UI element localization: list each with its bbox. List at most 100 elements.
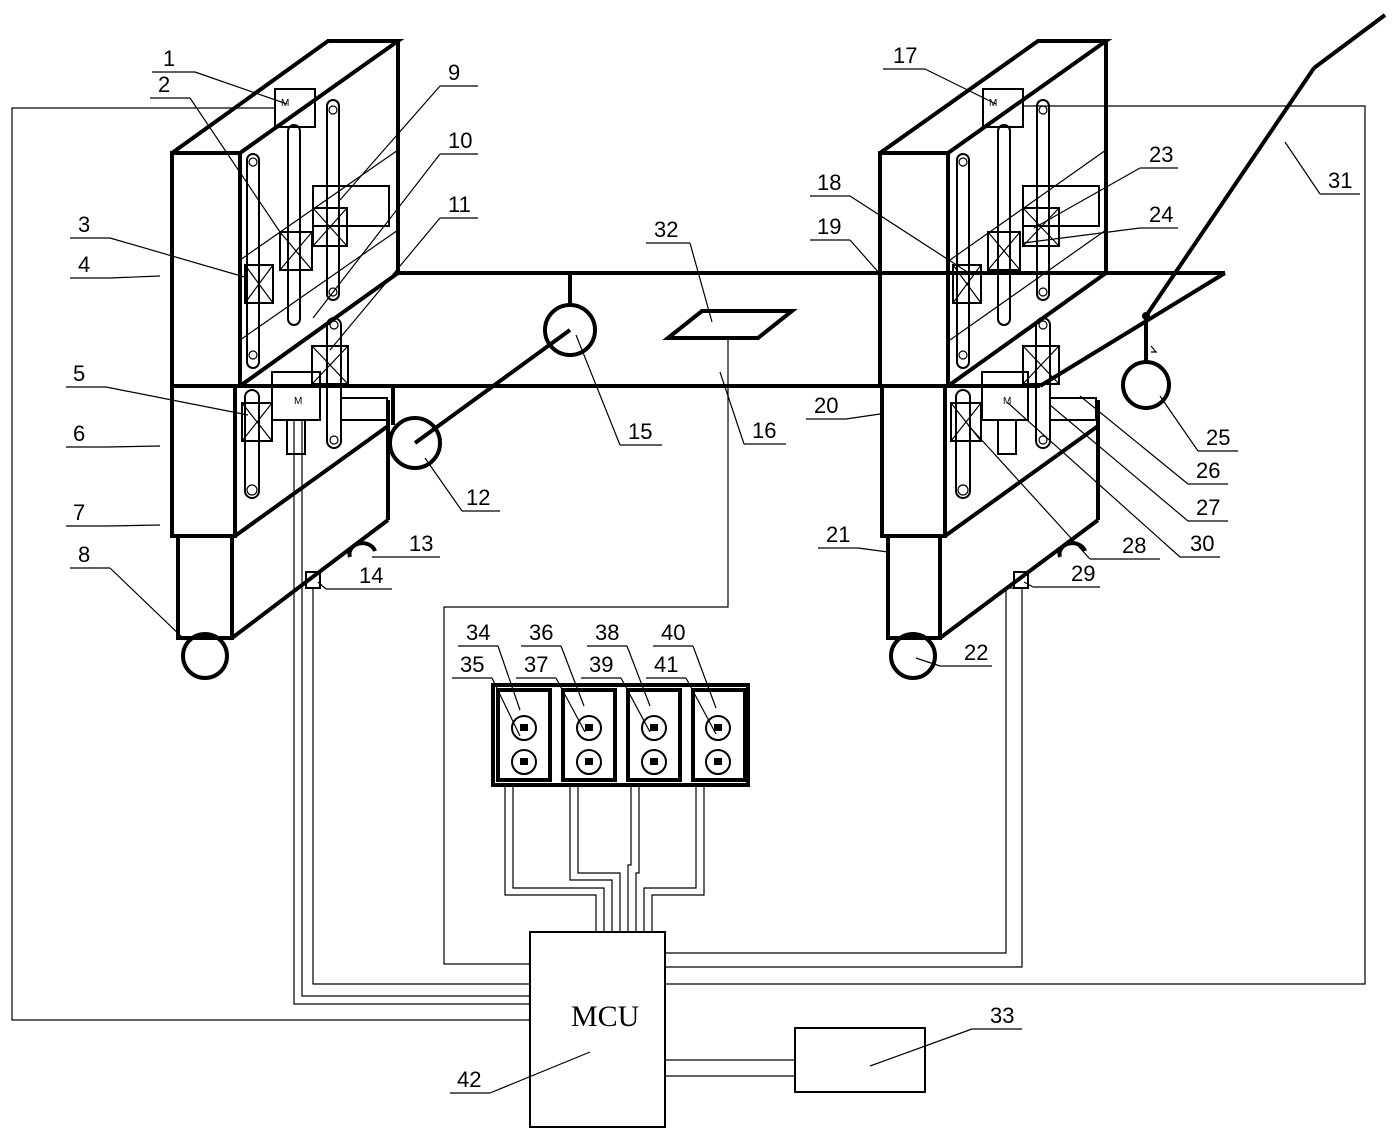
callout-label-16: 16 (752, 418, 776, 443)
switch-panel (491, 683, 750, 787)
callout-leader (845, 413, 881, 420)
callout-leader (1159, 395, 1199, 452)
wiring (11, 105, 1366, 1077)
left-upper-column (170, 39, 405, 388)
callout-label-39: 39 (589, 652, 613, 677)
right-arm-hook (1121, 13, 1387, 410)
callout-label-7: 7 (73, 500, 85, 525)
callout-leader (329, 217, 441, 351)
callout-leader (105, 524, 161, 527)
callout-leader (109, 567, 186, 641)
callout-label-13: 13 (409, 531, 433, 556)
callout-label-14: 14 (359, 563, 383, 588)
callout-leader (626, 645, 651, 707)
callout-label-3: 3 (78, 212, 90, 237)
right-lower-column (880, 384, 1100, 640)
right-lower-belt: M (950, 317, 1097, 499)
callout-leader (685, 677, 717, 735)
callout-label-27: 27 (1196, 495, 1220, 520)
left-upper-sliders: M (244, 88, 390, 304)
callout-leader (109, 237, 249, 279)
callout-leader (1079, 395, 1189, 485)
callout-label-21: 21 (826, 522, 850, 547)
callout-leader (719, 371, 745, 445)
callout-label-34: 34 (466, 620, 490, 645)
callout-leader (491, 677, 521, 737)
callout-leader (194, 71, 288, 105)
callout-label-5: 5 (73, 361, 85, 386)
callout-label-11: 11 (448, 192, 471, 217)
callout-leader (489, 1051, 591, 1094)
callout-label-30: 30 (1190, 531, 1214, 556)
indicator-lamps (511, 715, 731, 775)
callout-leader (1033, 167, 1141, 229)
leader-lines (66, 68, 1360, 1094)
callout-leader (1007, 402, 1181, 558)
callout-leader (924, 68, 997, 105)
left-lower-column (170, 384, 390, 640)
callout-label-15: 15 (628, 419, 652, 444)
callout-leader (849, 239, 881, 275)
motor-symbol: M (294, 396, 302, 407)
callout-leader (105, 445, 161, 448)
callout-leader (575, 334, 621, 446)
callout-label-31: 31 (1328, 168, 1352, 193)
callout-label-26: 26 (1196, 458, 1220, 483)
motor-symbol: M (989, 98, 997, 109)
right-upper-belt (949, 99, 1107, 369)
callout-leader (967, 424, 1091, 560)
callout-label-24: 24 (1149, 202, 1173, 227)
callout-leader (424, 457, 463, 512)
callout-label-6: 6 (73, 421, 85, 446)
callout-label-28: 28 (1122, 533, 1146, 558)
left-wheels (181, 541, 377, 680)
callout-label-40: 40 (661, 620, 685, 645)
callout-label-25: 25 (1206, 425, 1230, 450)
callout-leader (339, 85, 441, 201)
callout-label-9: 9 (448, 60, 460, 85)
callout-leader (692, 645, 717, 709)
callout-label-36: 36 (529, 620, 553, 645)
right-upper-sliders: M (952, 88, 1100, 304)
callout-leader (849, 195, 973, 276)
callout-leader (915, 657, 941, 667)
mcu-box: MCU (529, 931, 666, 1128)
callout-leader (1023, 581, 1034, 588)
right-wheels (889, 541, 1087, 680)
callout-leader (312, 153, 441, 319)
callout-label-37: 37 (524, 652, 548, 677)
callout-label-35: 35 (460, 652, 484, 677)
callout-label-2: 2 (158, 72, 170, 97)
right-upper-column (878, 39, 1113, 388)
callout-label-18: 18 (817, 170, 841, 195)
callout-label-8: 8 (78, 542, 90, 567)
callout-label-17: 17 (893, 43, 917, 68)
motor-symbol: M (1003, 396, 1011, 407)
callout-label-22: 22 (964, 640, 988, 665)
callout-label-10: 10 (448, 128, 472, 153)
callout-label-42: 42 (457, 1067, 481, 1092)
left-upper-belt (239, 99, 399, 369)
callout-label-19: 19 (817, 214, 841, 239)
callout-label-33: 33 (990, 1003, 1014, 1028)
callout-leader (857, 547, 889, 553)
callout-label-20: 20 (814, 393, 838, 418)
callout-leader (497, 645, 521, 711)
callout-label-41: 41 (654, 652, 678, 677)
callout-leader (1049, 404, 1189, 522)
callout-leader (560, 645, 585, 707)
power-box (794, 1027, 926, 1093)
callout-label-4: 4 (78, 252, 90, 277)
mcu-label: MCU (571, 1000, 640, 1033)
callout-leader (620, 677, 651, 733)
callout-label-38: 38 (595, 620, 619, 645)
callout-leader (869, 1028, 973, 1067)
callout-leader (689, 242, 713, 323)
callout-leader (317, 581, 327, 590)
callout-leader (105, 386, 249, 416)
callout-leader (555, 677, 586, 733)
callout-leader (1022, 227, 1141, 244)
callout-label-12: 12 (466, 485, 490, 510)
